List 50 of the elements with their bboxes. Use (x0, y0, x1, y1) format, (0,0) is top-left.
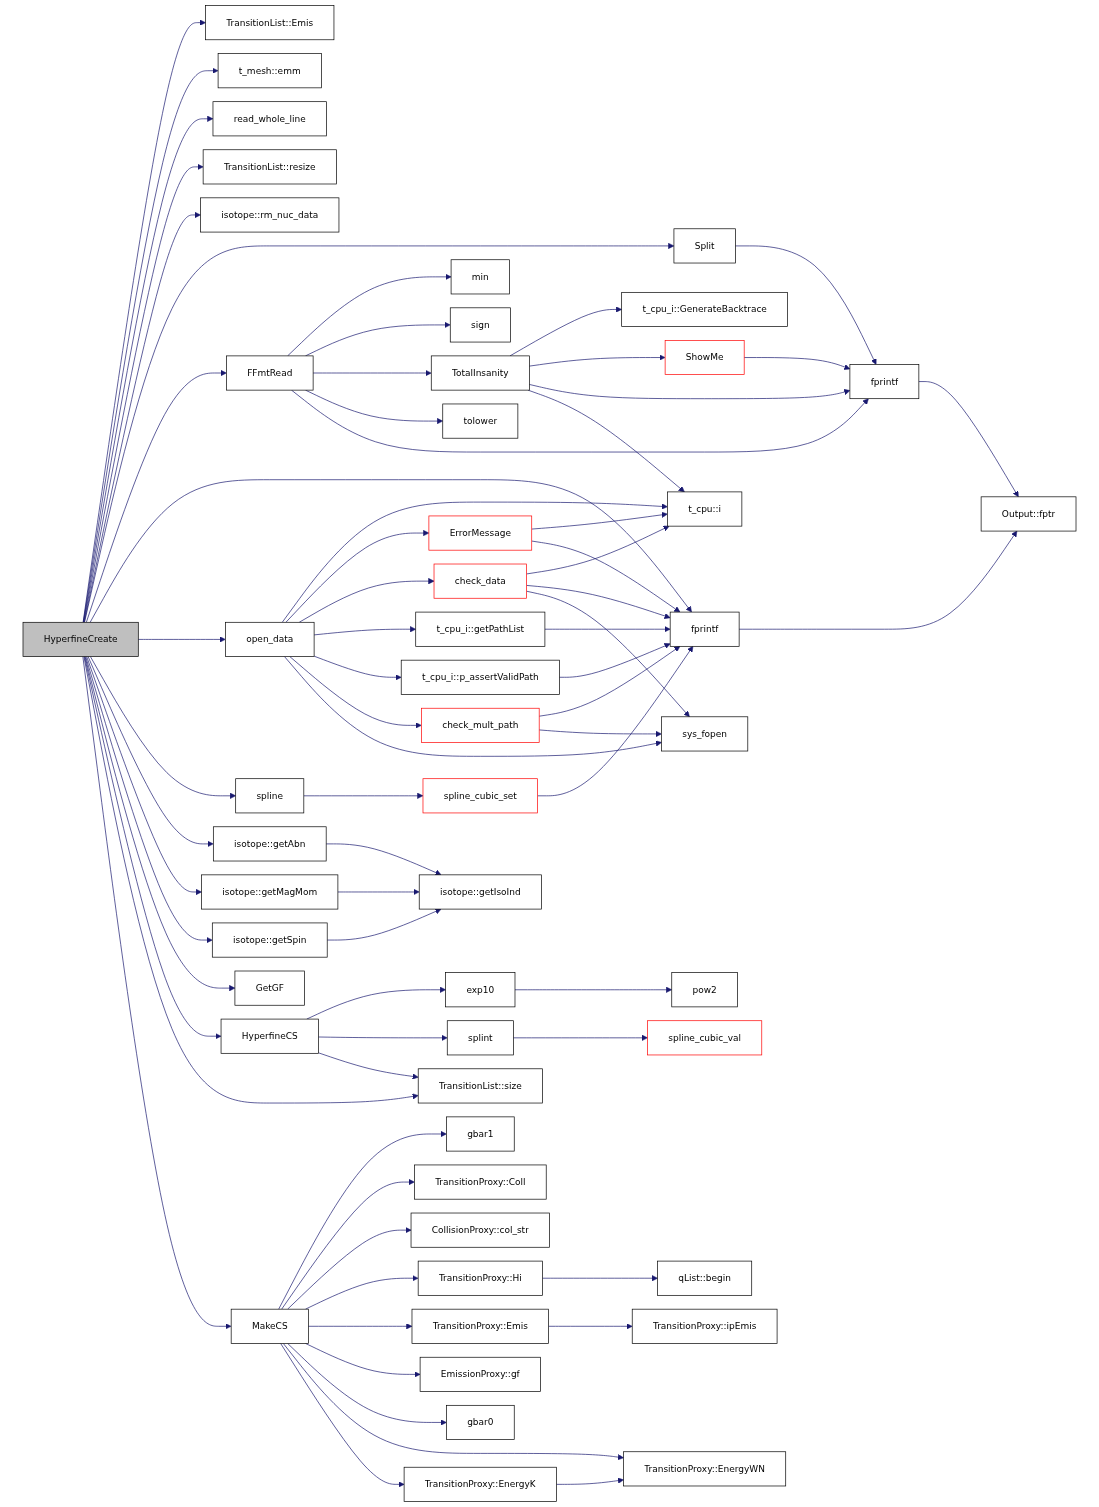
node-box: TransitionList::Emis (205, 5, 335, 41)
node-box: isotope::getMagMom (201, 874, 339, 910)
node-box: gbar1 (446, 1116, 515, 1152)
node-box: fprintf (849, 364, 920, 400)
node-box: t_cpu_i::GenerateBacktrace (621, 292, 788, 327)
node-box: t_cpu::i (667, 491, 743, 527)
node-box: TransitionList::size (417, 1068, 543, 1104)
node-box: TransitionProxy::EnergyWN (623, 1451, 787, 1487)
node-box: qList::begin (657, 1260, 753, 1296)
node-box: open_data (225, 621, 315, 657)
node-box: t_cpu_i::getPathList (415, 611, 546, 647)
node-box: Output::fptr (980, 496, 1077, 532)
node-box: sys_fopen (661, 716, 749, 752)
node-box: splint (446, 1020, 514, 1056)
node-box: HyperfineCS (220, 1018, 319, 1054)
node-box: TransitionProxy::EnergyK (403, 1466, 557, 1502)
node-box: TransitionProxy::ipEmis (631, 1308, 778, 1344)
node-box: fprintf (669, 611, 740, 647)
node-box: CollisionProxy::col_str (410, 1212, 550, 1248)
node-box: exp10 (445, 972, 516, 1008)
node-box: isotope::getSpin (211, 922, 328, 958)
node-box: isotope::rm_nuc_data (200, 197, 340, 233)
node-box: isotope::getAbn (213, 826, 327, 862)
node-box: ErrorMessage (428, 515, 533, 551)
node-box: spline (235, 778, 305, 814)
node-box: TotalInsanity (430, 355, 530, 391)
node-box: t_cpu_i::p_assertValidPath (400, 659, 560, 695)
node-box: tolower (442, 403, 519, 439)
node-box: MakeCS (230, 1308, 309, 1344)
node-box: read_whole_line (212, 101, 327, 137)
node-box: gbar0 (446, 1404, 515, 1440)
node-box: TransitionProxy::Coll (414, 1164, 547, 1200)
node-box: FFmtRead (226, 355, 314, 391)
node-box: Split (673, 228, 736, 264)
node-box: EmissionProxy::gf (419, 1356, 541, 1392)
node-box: TransitionProxy::Hi (417, 1260, 543, 1296)
node-box: GetGF (234, 970, 305, 1006)
node-box: spline_cubic_set (422, 778, 538, 814)
node-box: HyperfineCreate (22, 621, 139, 657)
node-box: t_mesh::emm (217, 53, 322, 89)
node-box: isotope::getIsoInd (418, 874, 542, 910)
node-box: min (450, 259, 510, 295)
node-box: TransitionList::resize (202, 149, 337, 185)
node-box: TransitionProxy::Emis (411, 1308, 549, 1344)
node-box: sign (449, 307, 511, 343)
node-box: spline_cubic_val (647, 1020, 763, 1056)
node-box: ShowMe (664, 340, 745, 375)
node-box: check_mult_path (421, 707, 540, 743)
node-box: pow2 (671, 972, 738, 1008)
node-box: check_data (433, 563, 527, 599)
